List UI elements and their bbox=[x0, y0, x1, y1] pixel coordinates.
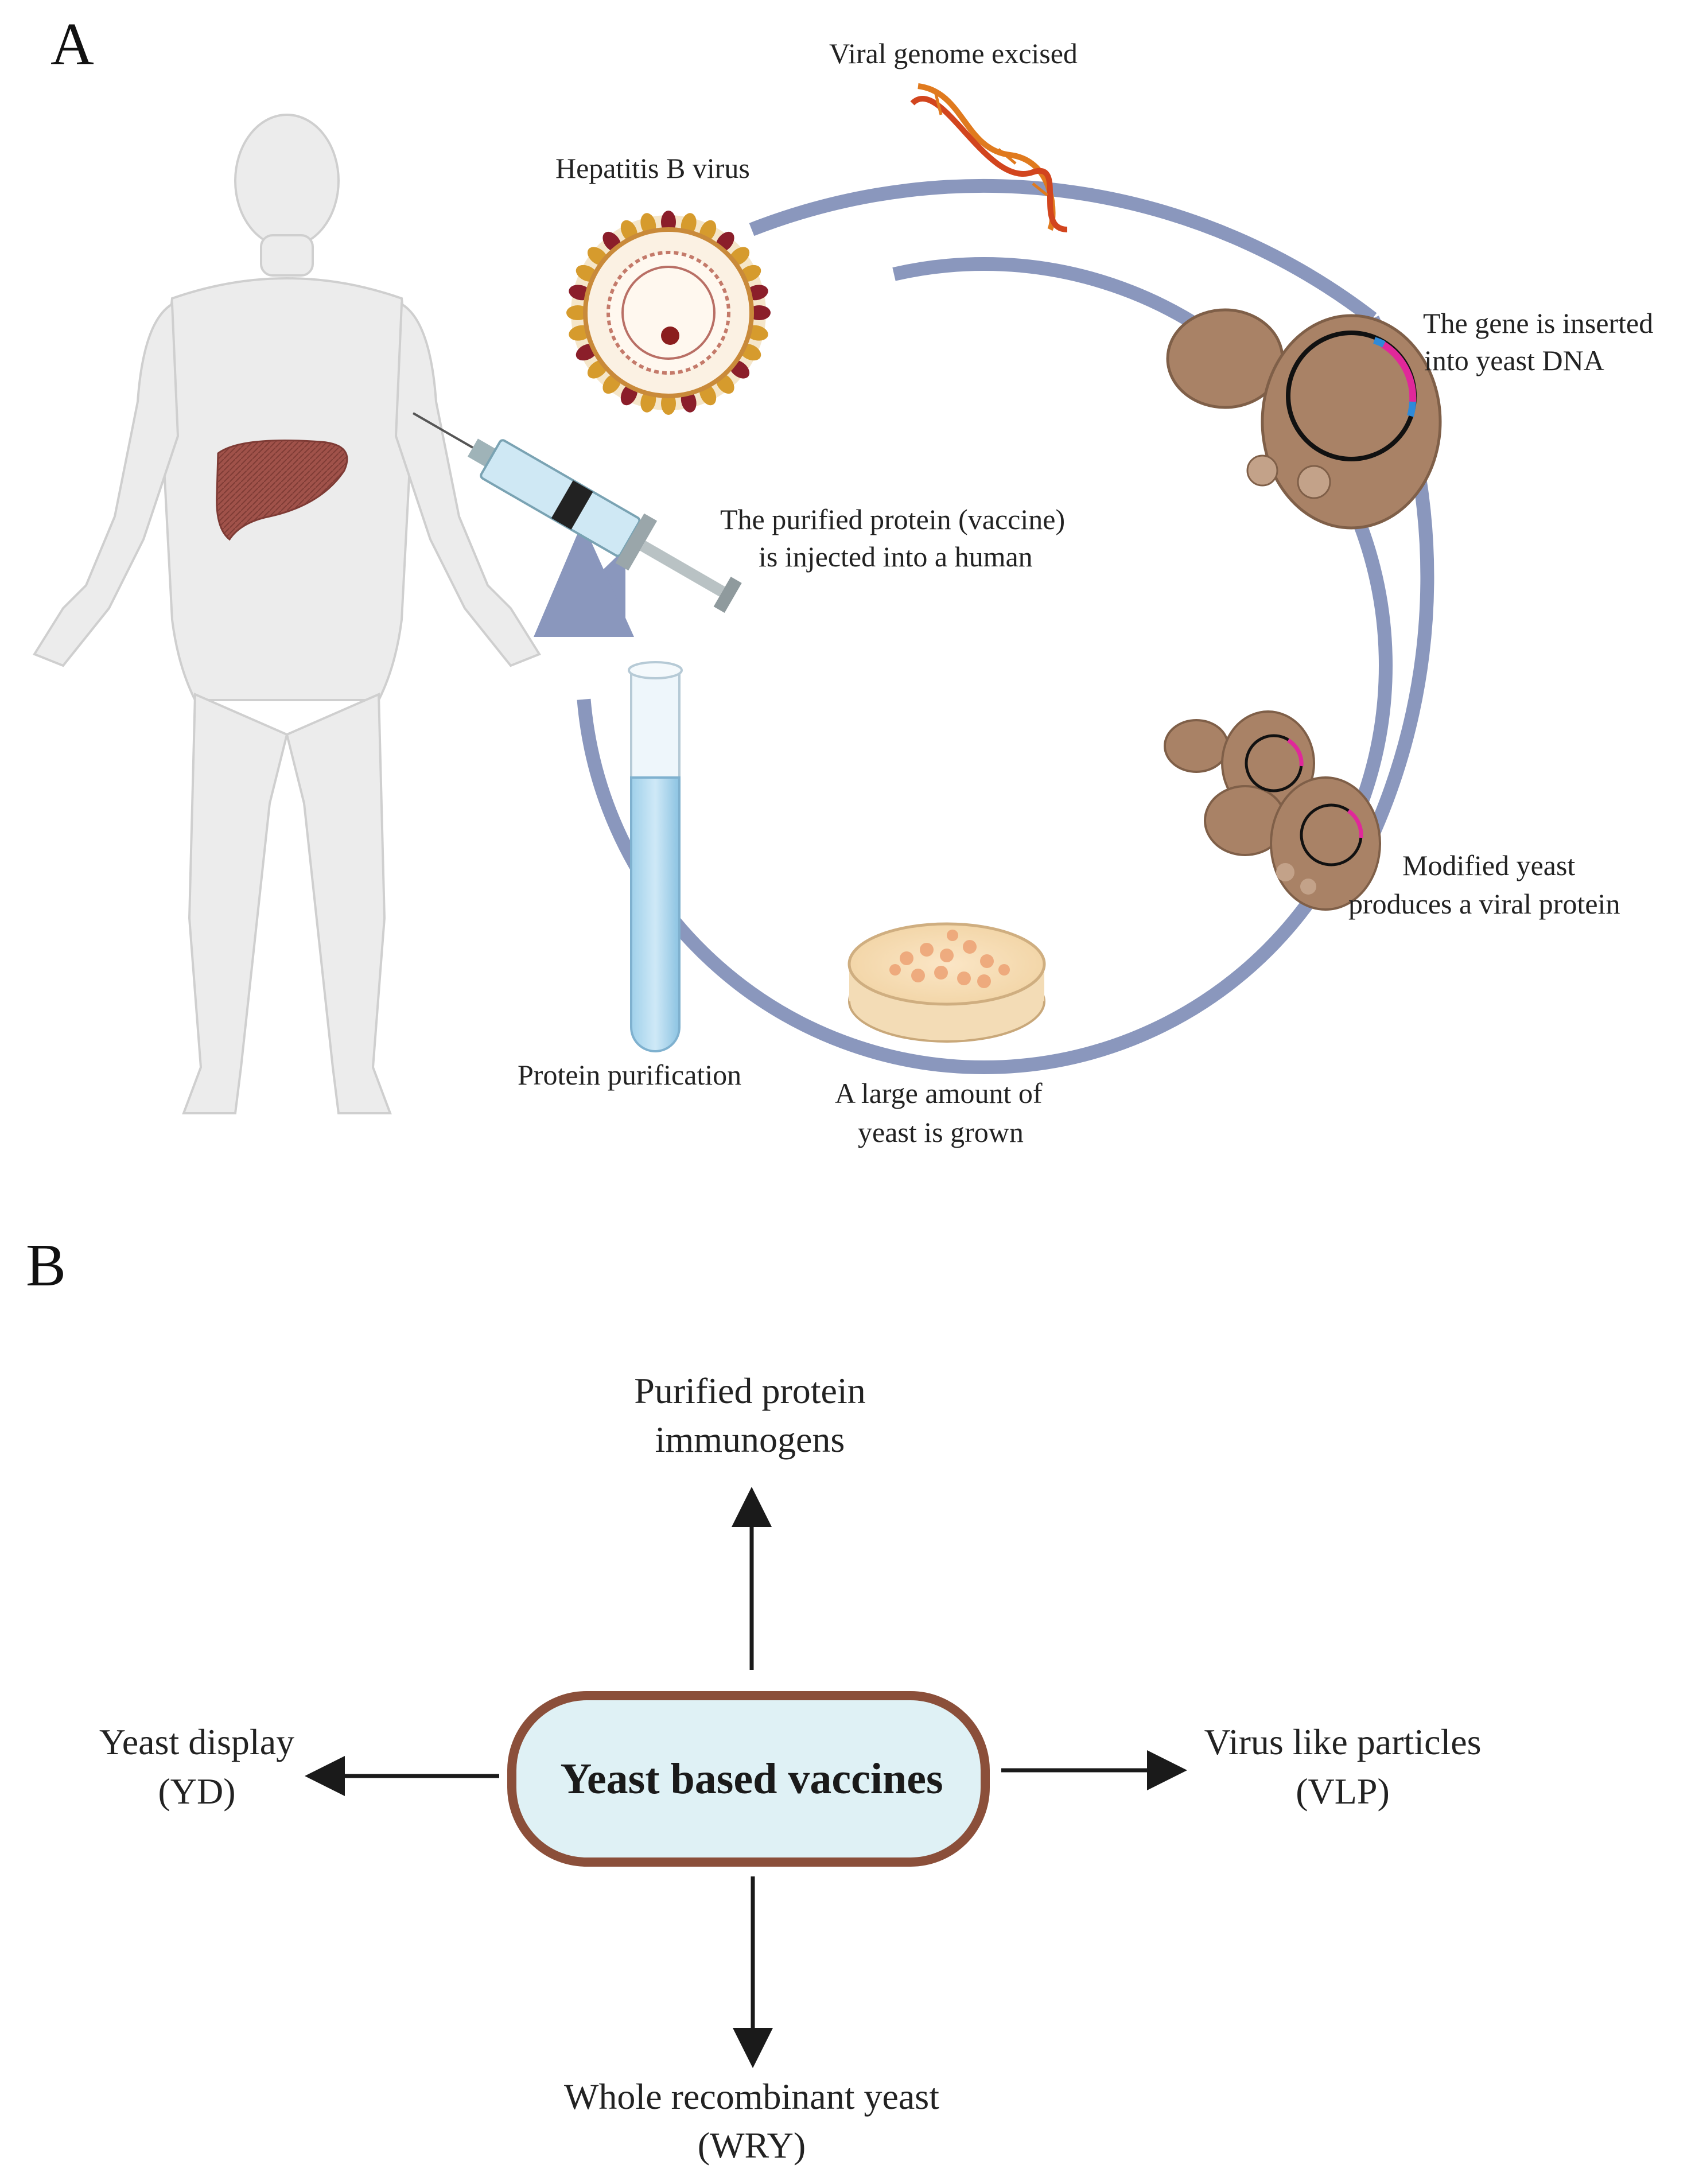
label-top-1: Purified protein bbox=[634, 1370, 865, 1411]
modified-yeast-icon bbox=[1164, 710, 1381, 911]
label-right-2: (VLP) bbox=[1296, 1771, 1390, 1812]
label-viral-genome: Viral genome excised bbox=[829, 37, 1078, 69]
panel-a-letter: A bbox=[50, 10, 94, 77]
test-tube-icon bbox=[628, 661, 683, 1052]
center-label: Yeast based vaccines bbox=[560, 1755, 943, 1803]
human-figure bbox=[33, 114, 541, 1114]
label-purified-2: is injected into a human bbox=[759, 541, 1033, 573]
hepatitis-virus-icon bbox=[566, 211, 771, 415]
label-large-amount-1: A large amount of bbox=[835, 1077, 1043, 1109]
label-gene-inserted-2: into yeast DNA bbox=[1424, 344, 1604, 376]
label-purified-1: The purified protein (vaccine) bbox=[720, 503, 1065, 535]
label-right-1: Virus like particles bbox=[1204, 1721, 1481, 1762]
yeast-cell-icon bbox=[1166, 308, 1442, 530]
label-modified-2: produces a viral protein bbox=[1348, 888, 1620, 920]
dna-icon bbox=[910, 83, 1068, 232]
label-protein-purification: Protein purification bbox=[518, 1059, 741, 1091]
label-modified-1: Modified yeast bbox=[1402, 849, 1575, 881]
panel-b-letter: B bbox=[26, 1231, 66, 1299]
petri-dish-icon bbox=[847, 922, 1046, 1043]
label-gene-inserted-1: The gene is inserted bbox=[1423, 307, 1653, 339]
syringe-icon bbox=[413, 412, 742, 613]
label-hepatitis-b: Hepatitis B virus bbox=[555, 152, 750, 184]
label-bottom-1: Whole recombinant yeast bbox=[564, 2076, 939, 2117]
label-left-1: Yeast display bbox=[99, 1721, 294, 1762]
center-box bbox=[507, 1691, 990, 1867]
label-large-amount-2: yeast is grown bbox=[858, 1116, 1024, 1148]
cycle-arrow-head bbox=[534, 522, 634, 637]
liver-icon bbox=[216, 440, 348, 541]
label-top-2: immunogens bbox=[655, 1419, 845, 1460]
label-left-2: (YD) bbox=[158, 1771, 235, 1812]
label-bottom-2: (WRY) bbox=[698, 2125, 806, 2166]
